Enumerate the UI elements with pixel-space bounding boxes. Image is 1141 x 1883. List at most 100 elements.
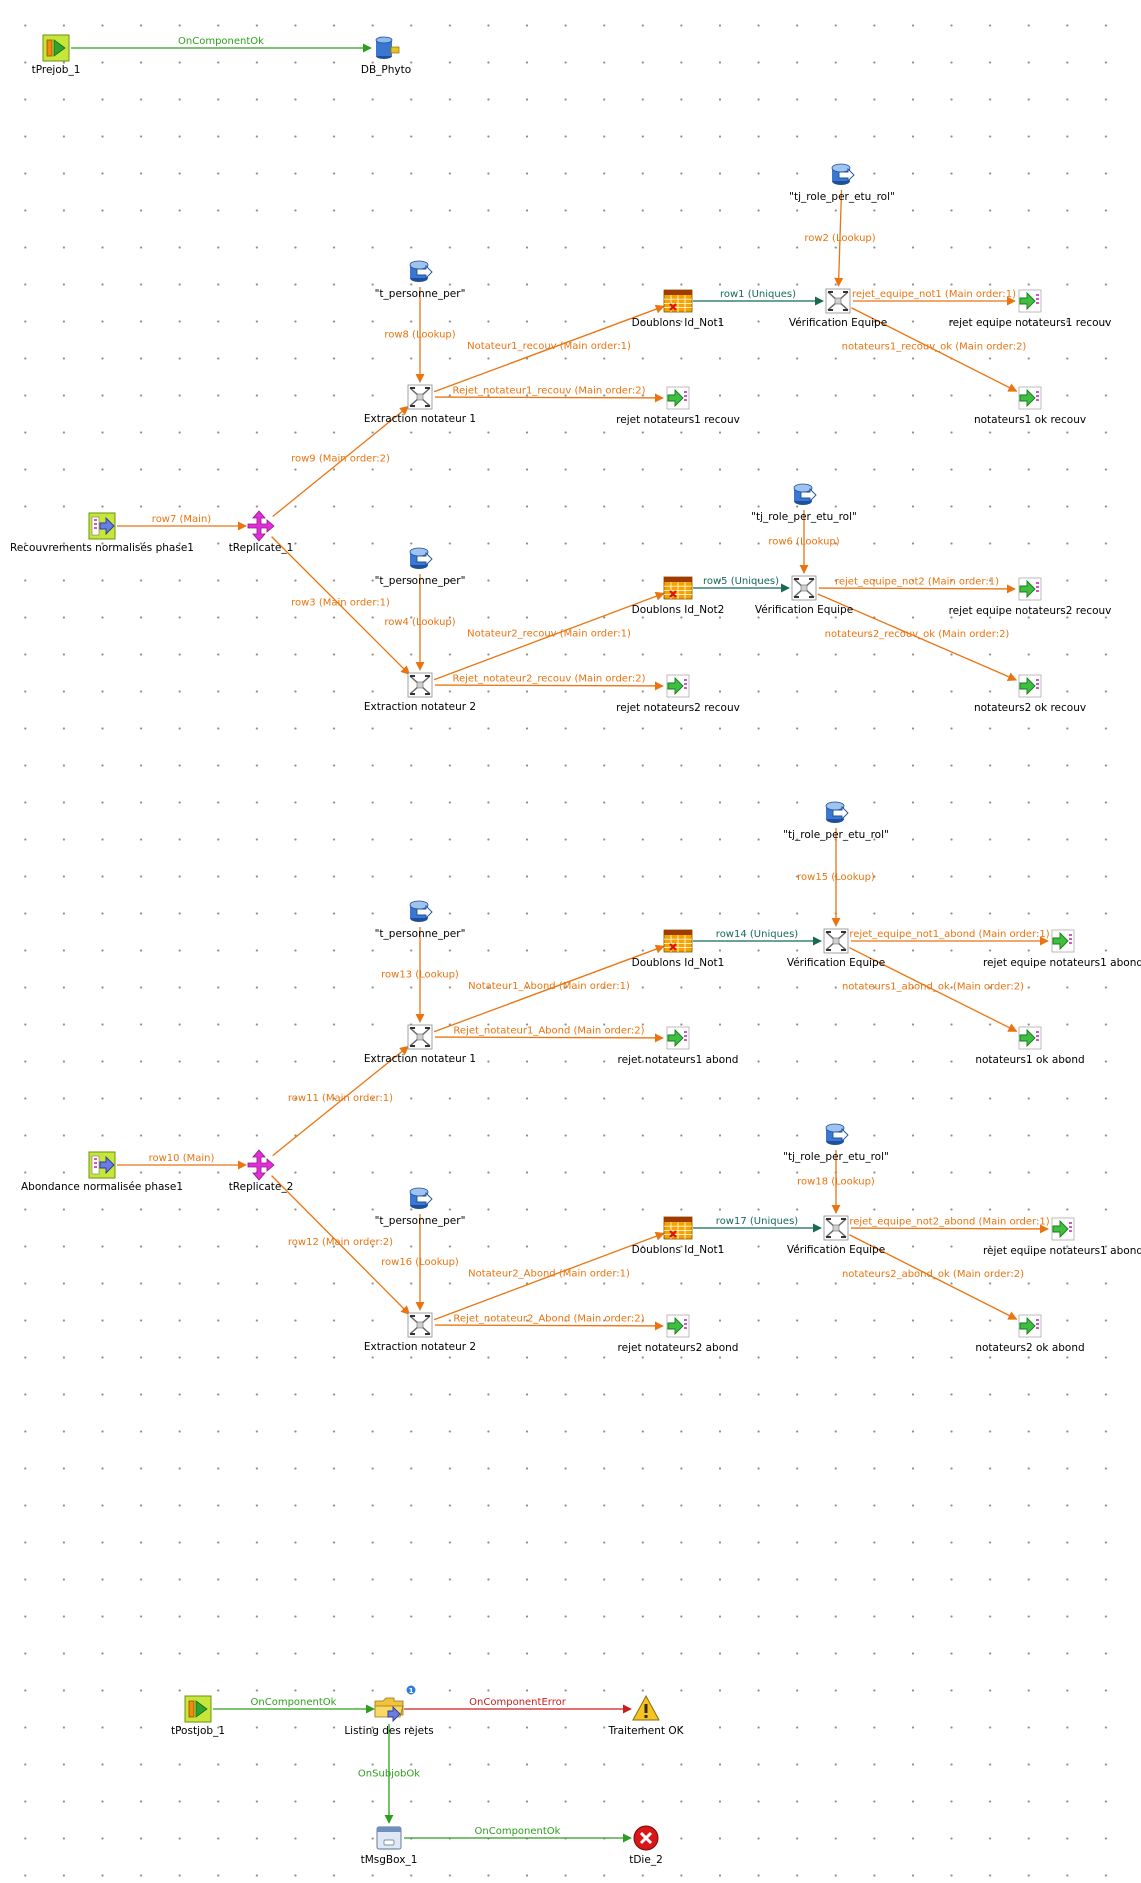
connection-main[interactable]: row12 (Main order:2) (271, 1175, 411, 1316)
connection-lookup[interactable]: row6 (Lookup) (768, 510, 840, 574)
postjob-icon[interactable] (184, 1695, 212, 1723)
db-input-icon[interactable] (409, 1187, 433, 1209)
connection-line[interactable] (272, 1045, 410, 1157)
output-node[interactable]: rejet notateurs2 recouv (616, 674, 740, 714)
connection-uniques[interactable]: row14 (Uniques) (693, 929, 822, 946)
prejob-node[interactable]: tPrejob_1 (32, 34, 81, 76)
output-node[interactable]: notateurs2 ok abond (975, 1314, 1085, 1354)
map-node[interactable]: Vérification Equipe (787, 1215, 885, 1256)
output-icon[interactable] (666, 1026, 690, 1050)
db-input-icon[interactable] (825, 1123, 849, 1145)
input-icon[interactable] (88, 1151, 116, 1179)
msgbox-node[interactable]: tMsgBox_1 (361, 1826, 418, 1866)
connection-main[interactable]: Notateur1_Abond (Main order:1) (433, 944, 665, 1033)
warning-icon[interactable] (632, 1694, 660, 1721)
lookup-node[interactable]: "tj_role_per_etu_rol" (789, 163, 895, 203)
die-icon[interactable] (633, 1825, 659, 1851)
prejob-icon[interactable] (42, 34, 70, 62)
output-node[interactable]: rejet notateurs1 abond (618, 1026, 739, 1066)
output-node[interactable]: rejet notateurs2 abond (618, 1314, 739, 1354)
map-node[interactable]: Vérification Equipe (789, 288, 887, 329)
postjob-node[interactable]: tPostjob_1 (171, 1695, 225, 1737)
map-icon[interactable] (407, 1024, 433, 1050)
connection-ok[interactable]: OnSubjobOk (358, 1724, 420, 1824)
connection-main[interactable]: notateurs1_abond_ok (Main order:2) (842, 947, 1024, 1032)
connection-lookup[interactable]: row15 (Lookup) (797, 828, 875, 927)
output-node[interactable]: rejet equipe notateurs2 recouv (949, 577, 1112, 617)
connection-uniques[interactable]: row17 (Uniques) (693, 1216, 822, 1233)
connection-lookup[interactable]: row2 (Lookup) (804, 189, 876, 287)
replicate-icon[interactable] (247, 510, 275, 542)
lookup-node[interactable]: "tj_role_per_etu_rol" (783, 801, 889, 841)
connection-line[interactable] (271, 1175, 411, 1316)
map-node[interactable]: Vérification Equipe (787, 928, 885, 969)
connection-main[interactable]: Rejet_notateur1_recouv (Main order:2) (434, 386, 664, 403)
output-icon[interactable] (1018, 1026, 1042, 1050)
connection-main[interactable]: rejet_equipe_not1 (Main order:1) (852, 289, 1016, 306)
folder-list-icon[interactable] (374, 1697, 404, 1723)
die-node[interactable]: tDie_2 (629, 1825, 663, 1866)
connection-main[interactable]: row10 (Main) (117, 1153, 247, 1170)
lookup-node[interactable]: "t_personne_per" (375, 260, 466, 300)
unique-node[interactable]: Doublons Id_Not2 (632, 576, 725, 616)
lookup-node[interactable]: "tj_role_per_etu_rol" (783, 1123, 889, 1163)
connection-main[interactable]: Notateur1_recouv (Main order:1) (433, 304, 665, 393)
connection-main[interactable]: notateurs2_abond_ok (Main order:2) (842, 1234, 1024, 1320)
connection-main[interactable]: Notateur2_recouv (Main order:1) (433, 591, 665, 681)
map-node[interactable]: Extraction notateur 1 (364, 1024, 476, 1065)
output-icon[interactable] (1018, 386, 1042, 410)
connection-main[interactable]: row9 (Main order:2) (272, 405, 410, 518)
connection-line[interactable] (434, 1033, 664, 1043)
connection-line[interactable] (434, 1321, 664, 1331)
connection-line[interactable] (849, 947, 1018, 1032)
connection-line[interactable] (850, 1224, 1049, 1234)
lookup-node[interactable]: "t_personne_per" (375, 1187, 466, 1227)
connection-ok[interactable]: OnComponentOk (213, 1697, 375, 1714)
connection-main[interactable]: row3 (Main order:1) (271, 536, 411, 676)
info-badge[interactable]: 1 (405, 1684, 417, 1696)
connection-line[interactable] (271, 536, 411, 676)
connection-error[interactable]: OnComponentError (404, 1697, 632, 1714)
output-icon[interactable] (1018, 577, 1042, 601)
unique-node[interactable]: Doublons Id_Not1 (632, 1216, 725, 1256)
db-input-icon[interactable] (409, 547, 433, 569)
connection-lookup[interactable]: row18 (Lookup) (797, 1150, 875, 1214)
db-input-icon[interactable] (409, 900, 433, 922)
map-icon[interactable] (407, 672, 433, 698)
unique-icon[interactable] (663, 576, 693, 600)
map-icon[interactable] (791, 575, 817, 601)
warning-node[interactable]: Traitement OK (607, 1694, 685, 1737)
output-node[interactable]: rejet equipe notateurs1 abond (983, 1217, 1141, 1257)
map-node[interactable]: Extraction notateur 1 (364, 384, 476, 425)
connection-line[interactable] (434, 681, 664, 691)
output-icon[interactable] (666, 386, 690, 410)
input-node[interactable]: Recouvrements normalisés phase1 (10, 512, 194, 554)
lookup-node[interactable]: "t_personne_per" (375, 900, 466, 940)
connection-line[interactable] (434, 393, 664, 403)
map-icon[interactable] (407, 384, 433, 410)
output-node[interactable]: notateurs2 ok recouv (974, 674, 1086, 714)
output-node[interactable]: notateurs1 ok recouv (974, 386, 1086, 426)
connection-main[interactable]: Rejet_notateur2_recouv (Main order:2) (434, 674, 664, 691)
input-icon[interactable] (88, 512, 116, 540)
db-input-icon[interactable] (831, 163, 855, 185)
connection-line[interactable] (849, 1234, 1018, 1320)
map-icon[interactable] (823, 928, 849, 954)
connection-lookup[interactable]: row8 (Lookup) (384, 287, 456, 383)
output-icon[interactable] (1018, 674, 1042, 698)
connection-line[interactable] (433, 591, 665, 681)
output-node[interactable]: rejet notateurs1 recouv (616, 386, 740, 426)
connection-main[interactable]: rejet_equipe_not2_abond (Main order:1) (849, 1217, 1050, 1234)
connection-line[interactable] (851, 307, 1018, 392)
map-node[interactable]: Vérification Equipe (755, 575, 853, 616)
output-icon[interactable] (1051, 929, 1075, 953)
msgbox-icon[interactable] (376, 1826, 402, 1850)
db-input-icon[interactable] (825, 801, 849, 823)
map-icon[interactable] (823, 1215, 849, 1241)
unique-icon[interactable] (663, 289, 693, 313)
output-node[interactable]: rejet equipe notateurs1 abond (983, 929, 1141, 969)
replicate-icon[interactable] (247, 1149, 275, 1181)
connection-uniques[interactable]: row1 (Uniques) (693, 289, 824, 306)
output-icon[interactable] (1018, 1314, 1042, 1338)
